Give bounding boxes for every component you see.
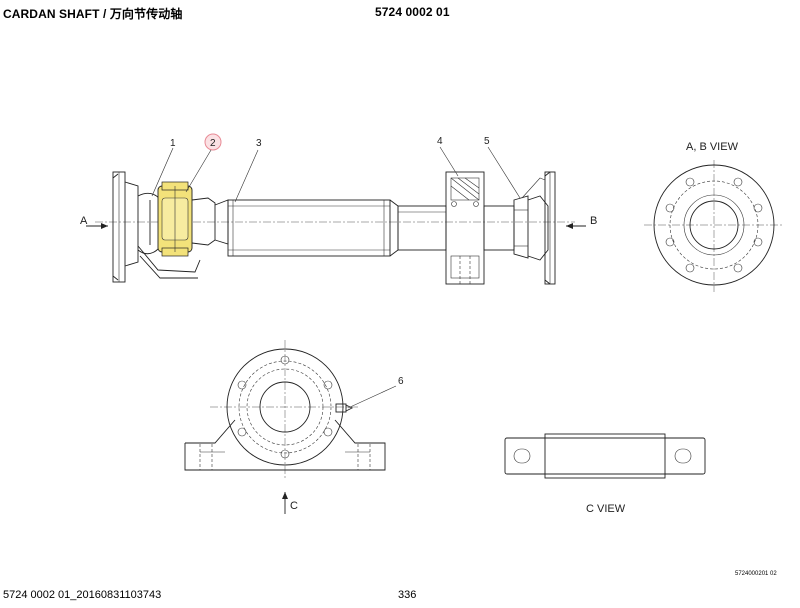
- callout-3: 3: [256, 138, 262, 149]
- view-arrows: A B: [80, 215, 597, 229]
- view-arrow-c: C: [282, 492, 298, 514]
- callout-4: 4: [437, 136, 443, 147]
- document-id: 5724 0002 01_20160831103743: [3, 589, 162, 601]
- callout-2-highlight-circle: [204, 133, 222, 151]
- universal-joint-cross-highlighted: [157, 181, 193, 257]
- shaft-tube: [227, 199, 391, 257]
- arrow-a-label: A: [80, 215, 88, 227]
- c-view-label: C VIEW: [586, 503, 626, 515]
- ab-end-view: A, B VIEW: [644, 141, 784, 292]
- bearing-support-view: [184, 340, 386, 478]
- drawing-title: CARDAN SHAFT / 万向节传动轴: [3, 7, 183, 21]
- drawing-code: 5724000201 02: [735, 571, 777, 577]
- arrow-c-label: C: [290, 500, 298, 512]
- page-number: 336: [398, 589, 417, 601]
- callout-6: 6: [398, 376, 404, 387]
- bearing-housing: [445, 171, 485, 285]
- callout-1: 1: [170, 138, 176, 149]
- ab-view-label: A, B VIEW: [686, 141, 739, 153]
- arrow-b-label: B: [590, 215, 597, 227]
- callout-5: 5: [484, 136, 490, 147]
- callout-2: 2: [210, 138, 216, 149]
- c-view: C VIEW: [504, 433, 706, 515]
- callouts: 1 2 3 4 5 6: [151, 133, 521, 409]
- cardan-shaft-assembly: [95, 171, 575, 285]
- part-number: 5724 0002 01: [375, 5, 450, 19]
